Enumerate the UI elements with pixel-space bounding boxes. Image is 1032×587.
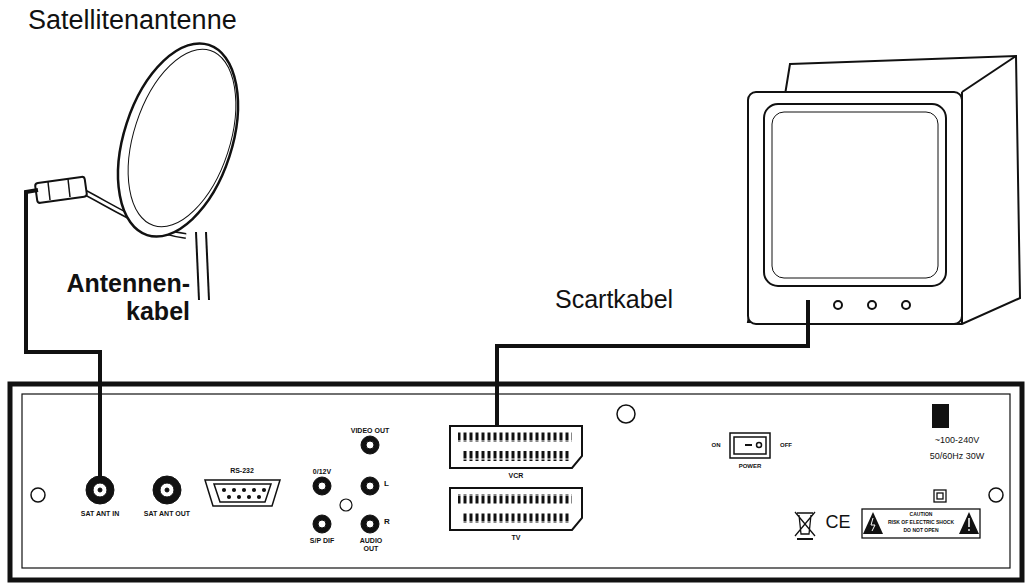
cable-label: Scartkabel <box>555 286 673 314</box>
rca-jacks <box>313 436 379 533</box>
satellite-dish <box>35 28 260 300</box>
scart-connectors <box>450 426 582 530</box>
television <box>748 56 1020 324</box>
port-label: TV <box>512 534 521 542</box>
rs232-connector <box>205 480 280 506</box>
power-switch <box>730 433 770 458</box>
caution-text: DO NOT OPEN <box>903 528 938 534</box>
port-label: SAT ANT OUT <box>144 510 190 518</box>
port-label: SAT ANT IN <box>81 510 120 518</box>
switch-label: ON <box>712 442 721 449</box>
receiver-panel <box>10 384 1022 580</box>
port-label: VIDEO OUT <box>351 427 390 435</box>
dish-label: Satellitenantenne <box>28 6 237 36</box>
port-label: S/P DIF <box>310 537 334 545</box>
port-label: VCR <box>509 472 524 480</box>
caution-text: RISK OF ELECTRIC SHOCK <box>888 520 954 526</box>
caution-text: CAUTION <box>910 512 933 518</box>
cable-label: Antennen- kabel <box>30 270 190 325</box>
switch-label: POWER <box>739 463 762 470</box>
port-label: AUDIO OUT <box>356 537 386 552</box>
port-label: RS-232 <box>230 467 254 475</box>
power-rating: 50/60Hz 30W <box>930 452 985 462</box>
power-cord <box>932 404 949 428</box>
antenna-cable <box>26 190 100 478</box>
port-label: L <box>384 480 389 489</box>
scart-cable <box>497 300 808 426</box>
port-label: R <box>384 518 390 527</box>
port-label: 0/12V <box>313 468 331 476</box>
safety-symbols <box>795 490 980 539</box>
f-connectors <box>86 476 181 504</box>
ce-mark: CE <box>825 513 850 533</box>
switch-label: OFF <box>780 442 792 449</box>
power-rating: ~100-240V <box>935 436 979 446</box>
